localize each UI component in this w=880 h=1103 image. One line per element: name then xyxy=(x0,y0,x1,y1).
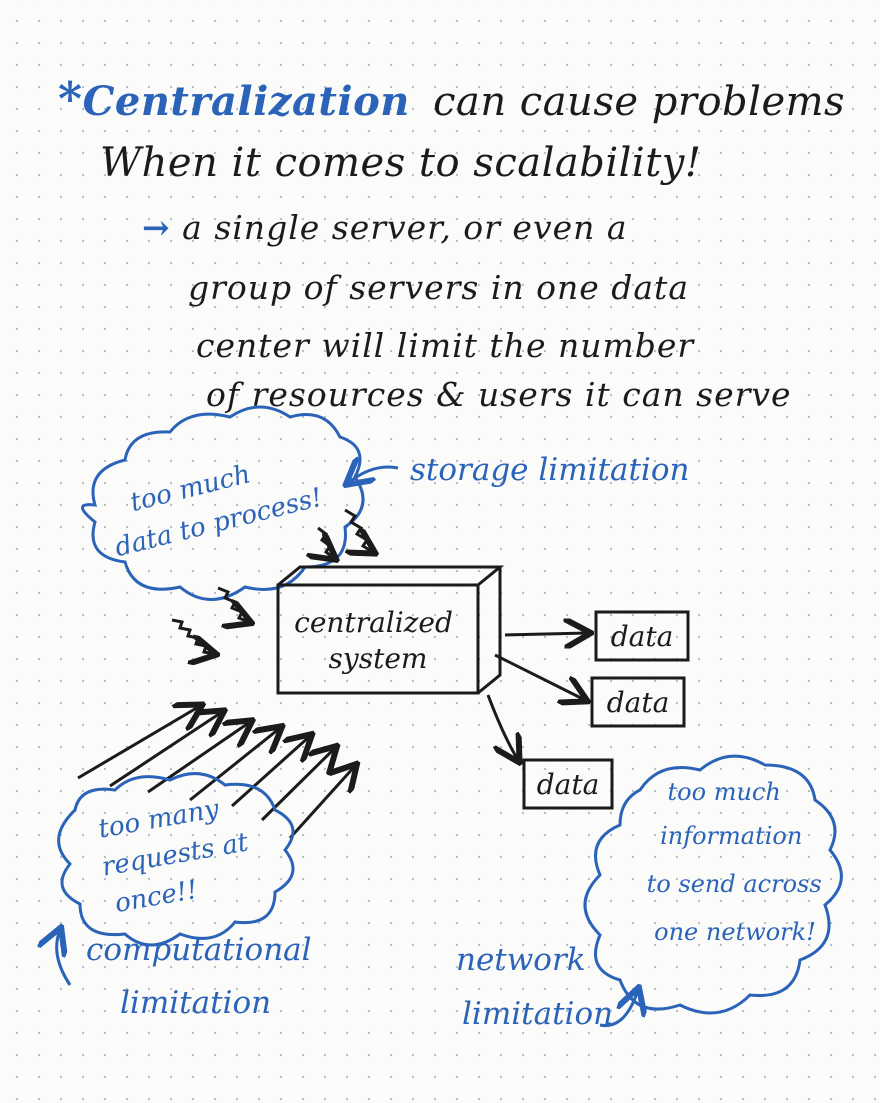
network-cloud xyxy=(583,754,843,1015)
heading-keyword: Centralization xyxy=(82,78,410,125)
computational-limitation-label-1: computational xyxy=(86,932,312,968)
center-box-line-2: system xyxy=(329,642,428,675)
svg-text:data: data xyxy=(537,768,600,801)
data-box-2 xyxy=(590,676,686,728)
data-box-1-label: data xyxy=(611,620,674,653)
network-limitation-label-2: limitation xyxy=(462,996,614,1032)
data-box-3-label: data xyxy=(537,768,600,801)
detail-line-1: → a single server, or even a xyxy=(142,208,628,247)
curved-arrow-icon xyxy=(348,467,399,483)
arrow-to-data-1 xyxy=(504,633,588,635)
network-limitation-label-1: network xyxy=(456,942,586,978)
requests-cloud-line-3: once!! xyxy=(113,875,200,919)
computational-limitation-label-2: limitation xyxy=(120,985,272,1021)
requests-cloud xyxy=(57,772,295,947)
data-box-1 xyxy=(594,610,690,662)
star-icon: * xyxy=(58,72,83,126)
network-cloud-line-1: too much xyxy=(668,778,781,806)
network-cloud-line-4: one network! xyxy=(654,918,816,946)
svg-text:too much data to process!: too much data to process! xyxy=(102,444,325,563)
svg-text:data: data xyxy=(611,620,674,653)
center-box-line-1: centralized xyxy=(294,606,453,639)
arrow-to-data-3 xyxy=(486,694,518,760)
storage-limitation-label: storage limitation xyxy=(410,452,690,488)
svg-text:data: data xyxy=(607,686,670,719)
right-arrow-icon: → xyxy=(142,208,171,247)
network-cloud-line-3: to send across xyxy=(647,870,822,898)
data-box-2-label: data xyxy=(607,686,670,719)
arrow-to-data-2 xyxy=(494,653,585,700)
svg-text:too much information t: too much information to send across one … xyxy=(647,778,830,946)
heading-line-2: When it comes to scalability! xyxy=(100,140,702,186)
network-cloud-line-2: information xyxy=(660,822,802,850)
data-box-3 xyxy=(522,758,614,810)
squiggle-arrow-icon xyxy=(171,508,373,654)
curved-arrow-icon xyxy=(599,990,638,1028)
detail-line-1-text: a single server, or even a xyxy=(182,208,628,247)
curved-arrow-icon xyxy=(57,930,72,986)
svg-text:centralized system: centralized system xyxy=(294,606,462,675)
heading-line-1: *Centralization can cause problems xyxy=(58,72,845,126)
request-arrows xyxy=(77,706,355,840)
centralized-system-box xyxy=(276,565,505,695)
detail-line-2: group of servers in one data xyxy=(188,268,689,307)
storage-cloud xyxy=(81,405,365,601)
svg-text:too many requests at o: too many requests at once!! xyxy=(93,789,265,921)
heading-line-1-rest: can cause problems xyxy=(433,79,846,125)
detail-line-4: of resources & users it can serve xyxy=(206,375,792,414)
detail-line-3: center will limit the number xyxy=(196,326,695,365)
